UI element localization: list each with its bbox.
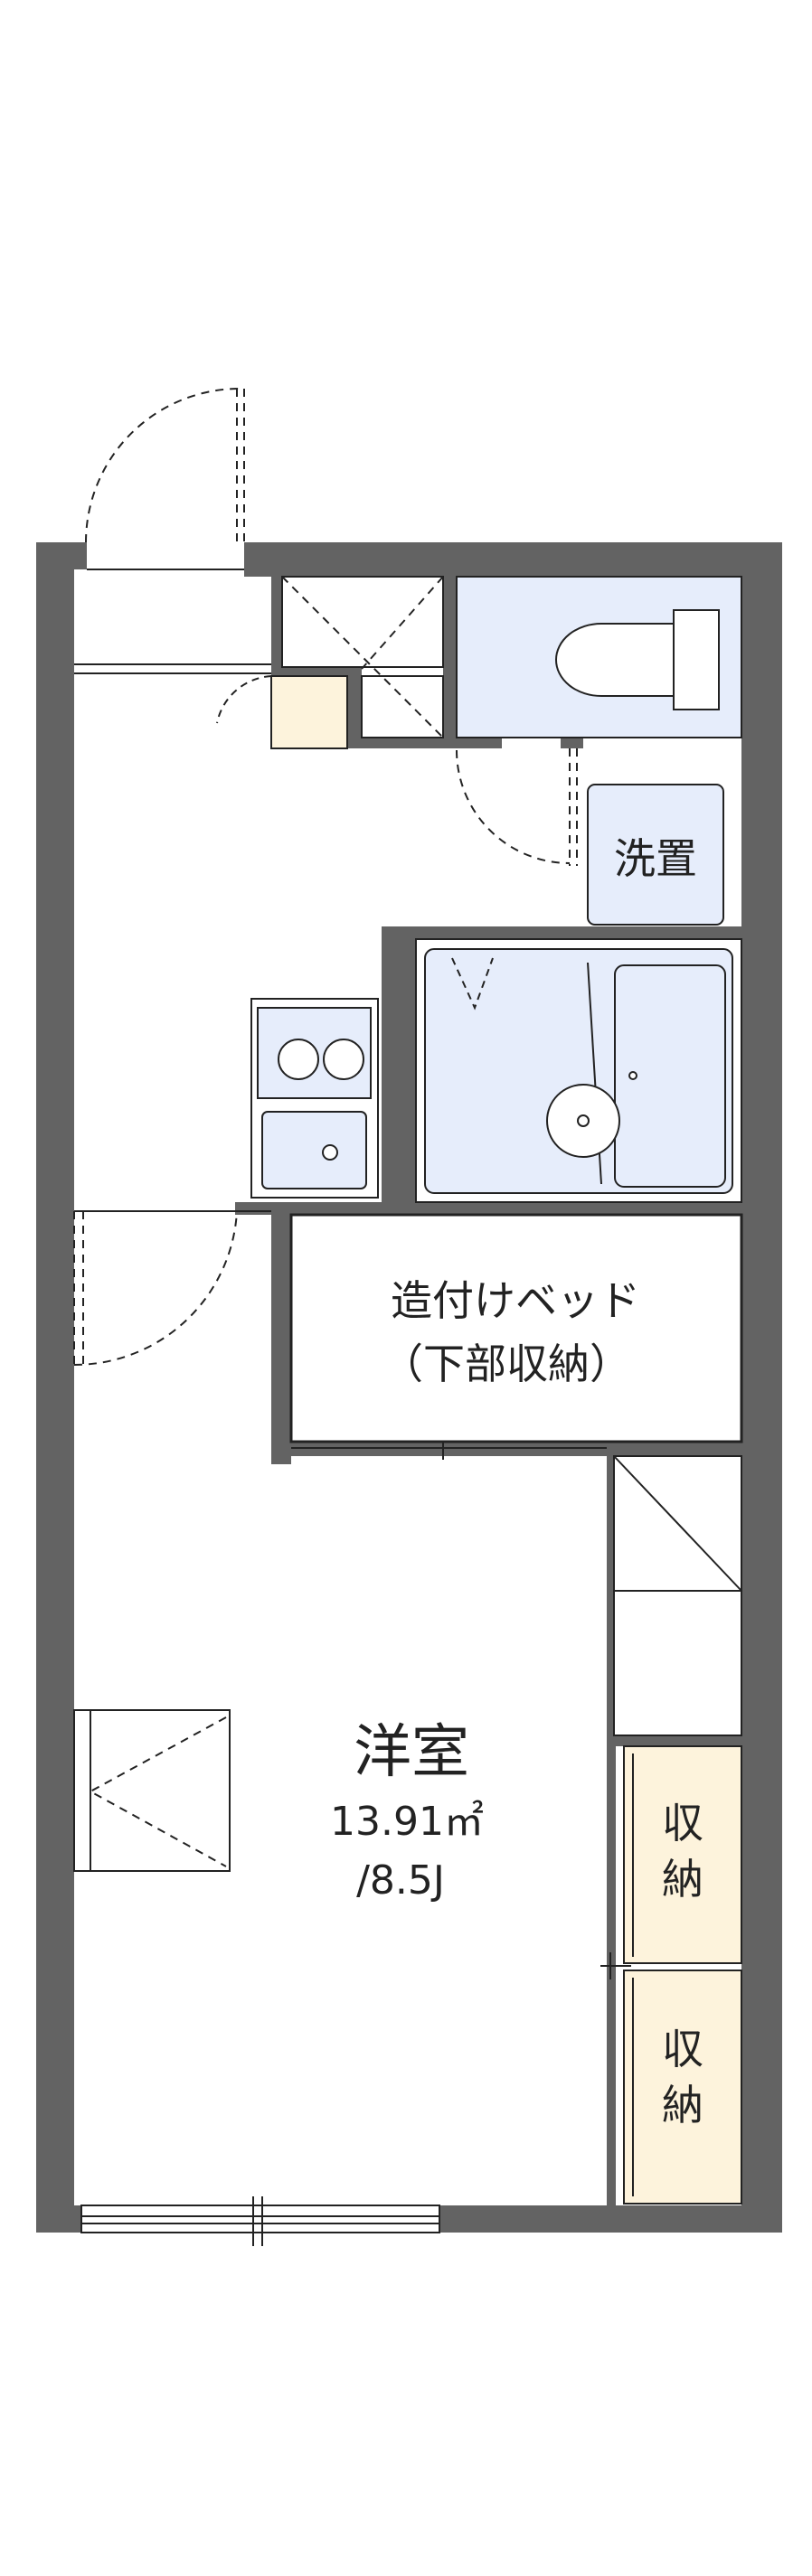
entrance-door-swing	[85, 388, 245, 543]
room-hatch	[73, 1709, 231, 1872]
bed-label-line2: （下部収納）	[382, 1340, 631, 1388]
bathtub	[614, 964, 726, 1188]
bathroom	[415, 938, 742, 1203]
stove-burner-icon	[323, 1039, 364, 1080]
stove-burner-icon	[278, 1039, 319, 1080]
room-area: 13.91㎡	[330, 1799, 484, 1845]
balcony-window	[80, 2196, 440, 2246]
bed-label-line1: 造付けベッド	[391, 1276, 640, 1325]
room-size-jo: /8.5J	[356, 1857, 445, 1904]
closet-door-swing	[216, 675, 272, 724]
storage-unit-2	[623, 1970, 742, 2205]
storage-unit-1	[623, 1745, 742, 1964]
toilet-door-swing	[456, 748, 578, 866]
exterior-walls	[36, 542, 782, 2233]
kitchen-counter	[250, 998, 379, 1199]
room-name: 洋室	[354, 1719, 469, 1786]
kitchen-sink	[261, 1111, 367, 1189]
storage-1-label-line2: 納	[662, 1855, 703, 1904]
toilet-room	[456, 576, 742, 738]
toilet-icon	[555, 623, 675, 697]
tub-drain-icon	[628, 1071, 637, 1080]
storage-2-label-line2: 納	[662, 2081, 703, 2129]
closet-upper	[613, 1455, 742, 1736]
shoe-cabinet	[270, 675, 348, 749]
laundry-space	[587, 784, 724, 926]
built-in-bed	[289, 1213, 743, 1460]
room-door-swing	[73, 1210, 238, 1367]
entrance-threshold	[74, 569, 271, 674]
laundry-label: 洗置	[614, 834, 697, 883]
closet-utility	[281, 576, 444, 738]
storage-2-label-line1: 収	[662, 2025, 703, 2073]
storage-1-label-line1: 収	[662, 1799, 703, 1847]
